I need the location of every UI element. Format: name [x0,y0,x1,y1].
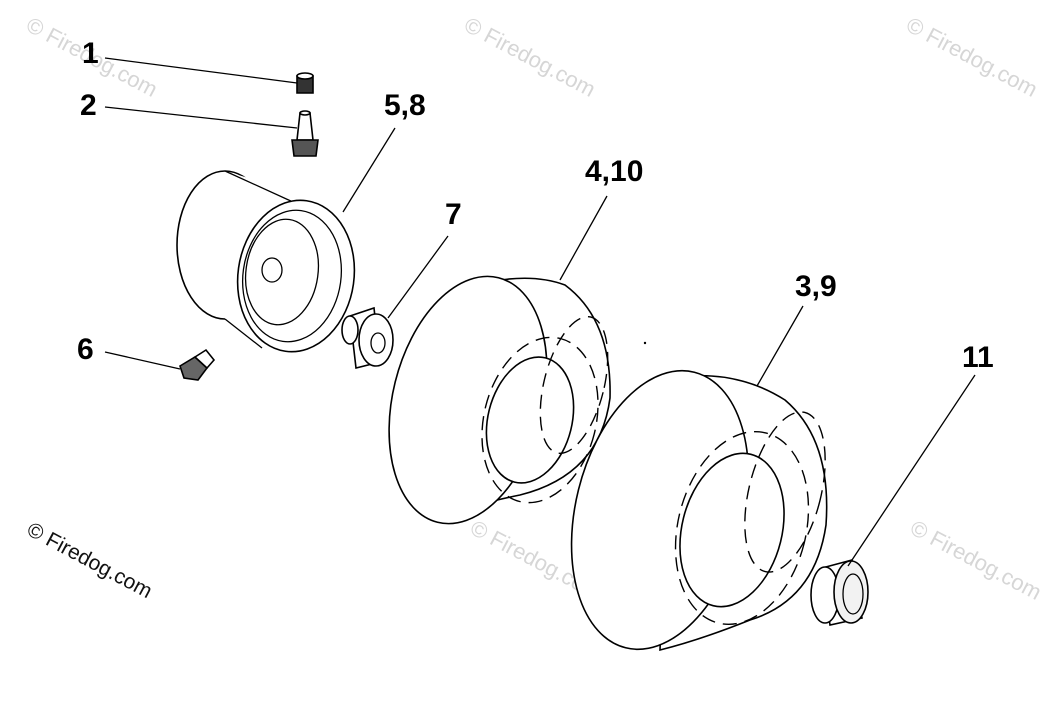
bolt-fitting-part [179,348,216,381]
rear-tire-part [570,369,828,652]
front-tire-part [388,275,611,525]
stray-mark [643,341,647,345]
callout-6: 6 [77,333,94,366]
callout-7: 7 [445,198,462,231]
bearing-part [810,559,869,626]
leader-lines [104,57,976,567]
valve-stem-part [291,110,319,157]
valve-cap-part [296,72,314,94]
callout-5-8: 5,8 [384,89,426,122]
callout-3-9: 3,9 [795,270,837,303]
bushing-part [341,306,394,369]
callout-4-10: 4,10 [585,155,644,188]
wheel-rim-part [176,170,356,353]
callout-1: 1 [82,37,99,70]
callout-11: 11 [962,341,994,374]
callout-2: 2 [80,89,97,122]
